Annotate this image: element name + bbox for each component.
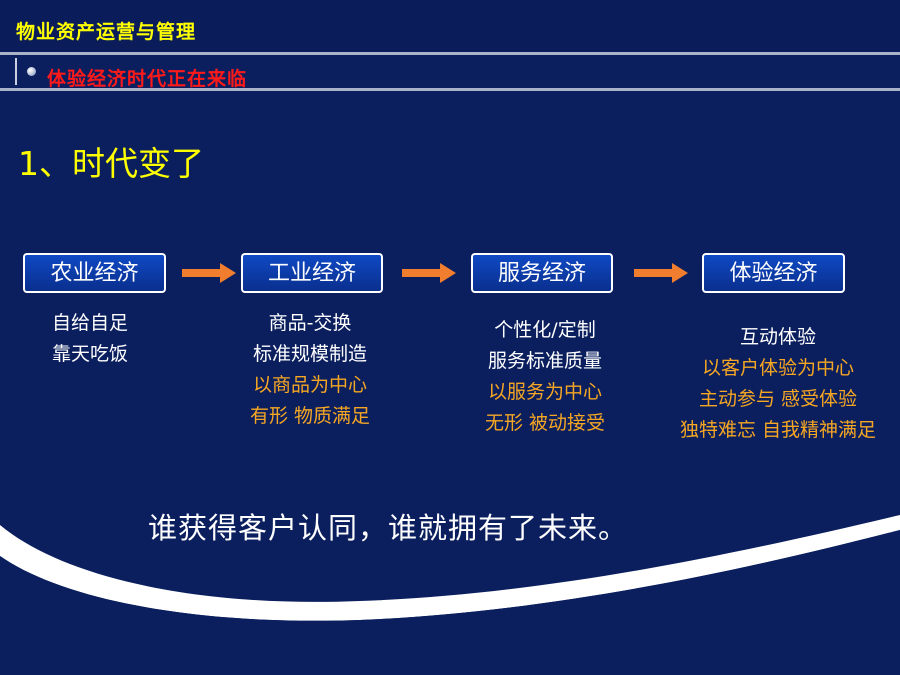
subheader-divider — [0, 88, 900, 91]
desc-line: 靠天吃饭 — [51, 343, 128, 365]
desc-line-highlight: 以服务为中心 — [487, 381, 602, 403]
desc-line: 互动体验 — [739, 326, 816, 348]
stage-box-experience: 体验经济 — [702, 253, 845, 293]
stage-desc-service: 个性化/定制 服务标准质量 以服务为中心 无形 被动接受 — [455, 315, 635, 439]
right-arrow-icon — [634, 263, 688, 283]
subheader-title: 体验经济时代正在来临 — [47, 68, 248, 90]
desc-line-highlight: 以商品为中心 — [252, 374, 367, 396]
desc-line-highlight: 独特难忘 自我精神满足 — [679, 419, 877, 441]
desc-line: 标准规模制造 — [252, 343, 367, 365]
stage-desc-experience: 互动体验 以客户体验为中心 主动参与 感受体验 独特难忘 自我精神满足 — [660, 322, 896, 446]
right-arrow-icon — [402, 263, 456, 283]
desc-line-highlight: 有形 物质满足 — [249, 405, 371, 427]
stage-desc-industrial: 商品-交换 标准规模制造 以商品为中心 有形 物质满足 — [220, 308, 400, 432]
subheader-marker — [15, 58, 17, 85]
stage-box-industrial: 工业经济 — [241, 253, 383, 293]
desc-line: 个性化/定制 — [494, 319, 596, 341]
header-divider — [0, 52, 900, 55]
stage-box-agricultural: 农业经济 — [23, 253, 166, 293]
right-arrow-icon — [182, 263, 236, 283]
desc-line: 商品-交换 — [268, 312, 352, 334]
desc-line-highlight: 以客户体验为中心 — [701, 357, 854, 379]
stage-desc-agricultural: 自给自足 靠天吃饭 — [10, 308, 170, 370]
slide-tagline: 谁获得客户认同，谁就拥有了未来。 — [148, 511, 629, 545]
slide-heading: 1、时代变了 — [18, 144, 204, 183]
subheader-bar — [0, 55, 900, 88]
desc-line: 自给自足 — [51, 312, 128, 334]
header-title: 物业资产运营与管理 — [16, 21, 197, 43]
desc-line: 服务标准质量 — [487, 350, 602, 372]
header-bar — [0, 0, 900, 54]
stage-box-service: 服务经济 — [471, 253, 613, 293]
desc-line-highlight: 主动参与 感受体验 — [698, 388, 858, 410]
bullet-icon — [27, 67, 36, 76]
desc-line-highlight: 无形 被动接受 — [484, 412, 606, 434]
